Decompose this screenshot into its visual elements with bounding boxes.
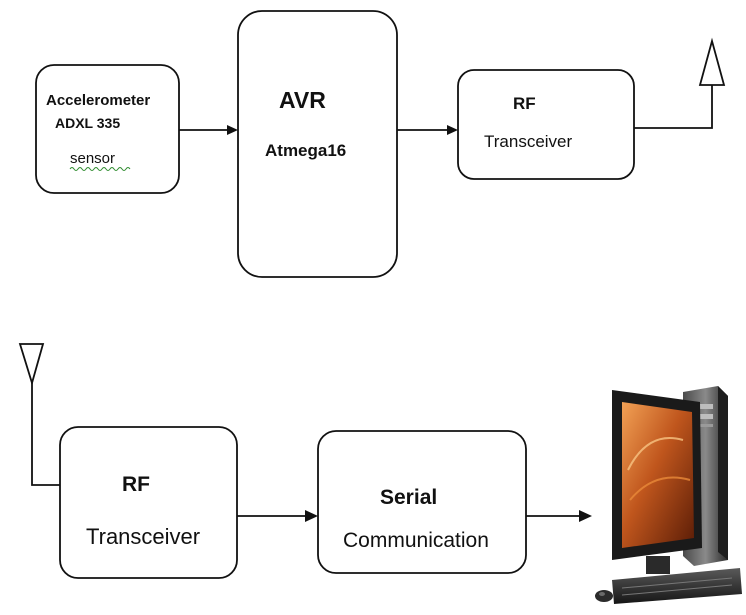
serial-communication-block: Serial Communication <box>317 430 527 574</box>
rf-rx-label: RF <box>122 473 150 496</box>
rf-transceiver-tx-block: RF Transceiver <box>457 69 635 180</box>
avr-label: AVR <box>279 87 326 113</box>
rf-transceiver-rx-block: RF Transceiver <box>59 426 238 579</box>
serial-label: Serial <box>380 486 437 509</box>
avr-block: AVR Atmega16 <box>237 10 398 278</box>
arrow-serial-to-computer <box>526 510 592 522</box>
accelerometer-model-label: ADXL 335 <box>55 115 120 131</box>
arrow-accel-to-avr <box>179 125 238 135</box>
rf-tx-transceiver-label: Transceiver <box>484 132 573 151</box>
arrow-rf-to-serial <box>237 510 318 522</box>
avr-model-label: Atmega16 <box>265 141 346 160</box>
arrow-avr-to-rf-transceiver <box>397 125 458 135</box>
antenna-icon <box>18 343 45 387</box>
spellcheck-underline <box>69 167 131 171</box>
antenna-icon <box>698 37 726 86</box>
antenna-rx <box>18 343 60 486</box>
accelerometer-sensor-label: sensor <box>70 150 115 167</box>
desktop-computer-icon <box>595 386 742 604</box>
rf-tx-label: RF <box>513 94 536 113</box>
antenna-tx <box>634 37 726 129</box>
accelerometer-label: Accelerometer <box>46 92 150 109</box>
rf-rx-transceiver-label: Transceiver <box>86 524 200 549</box>
accelerometer-block: Accelerometer ADXL 335 sensor <box>35 64 180 194</box>
communication-label: Communication <box>343 529 489 552</box>
